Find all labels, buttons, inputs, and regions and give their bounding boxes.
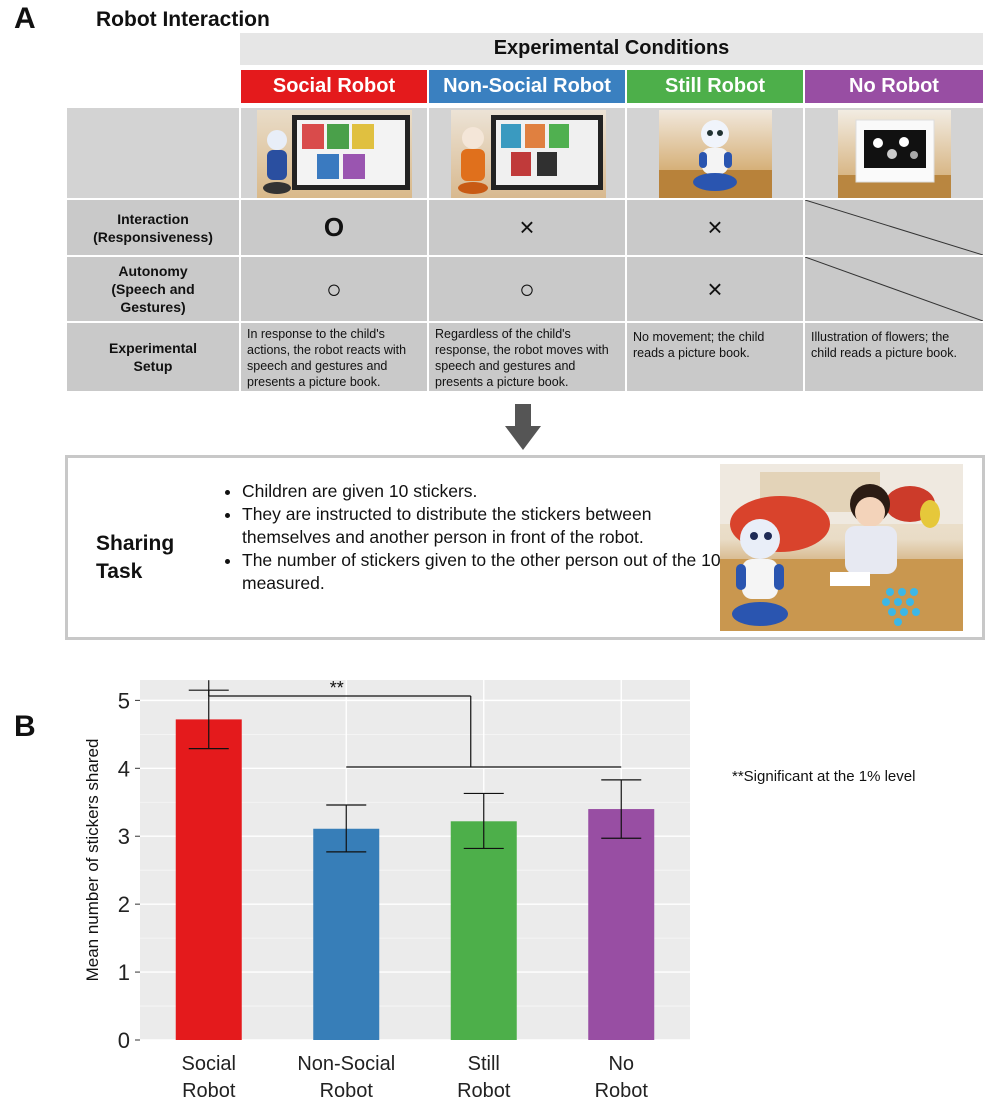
sharing-task-photo bbox=[720, 464, 963, 631]
x-tick-label: Robot bbox=[182, 1080, 236, 1102]
setup-text-norobot: Illustration of flowers; the child reads… bbox=[805, 323, 983, 391]
setup-text-still: No movement; the child reads a picture b… bbox=[627, 323, 803, 391]
setup-text-nonsocial: Regardless of the child's response, the … bbox=[429, 323, 625, 391]
x-tick-label: Still bbox=[468, 1053, 500, 1075]
conditions-header: Experimental Conditions bbox=[240, 33, 983, 65]
autonomy-label-line1: Autonomy bbox=[118, 263, 188, 279]
setup-text-social: In response to the child's actions, the … bbox=[241, 323, 427, 391]
autonomy-label-line2: (Speech and bbox=[111, 281, 195, 297]
setup-label-line2: Setup bbox=[133, 358, 173, 374]
y-tick-label: 0 bbox=[118, 1028, 130, 1053]
y-tick-label: 4 bbox=[118, 756, 130, 781]
autonomy-mark-nonsocial: ○ bbox=[429, 257, 625, 321]
y-tick-label: 5 bbox=[118, 688, 130, 713]
y-axis-label: Mean number of stickers shared bbox=[83, 739, 102, 982]
social-robot-photo bbox=[257, 110, 412, 198]
autonomy-mark-still: × bbox=[627, 257, 803, 321]
interaction-row-label: Interaction (Responsiveness) bbox=[67, 200, 239, 255]
non-social-robot-photo bbox=[451, 110, 606, 198]
significance-note: **Significant at the 1% level bbox=[732, 768, 916, 785]
sharing-task-bullets: Children are given 10 stickers. They are… bbox=[218, 480, 742, 595]
y-tick-label: 1 bbox=[118, 960, 130, 985]
sharing-task-title-line1: Sharing bbox=[96, 532, 175, 555]
interaction-label-line2: (Responsiveness) bbox=[93, 228, 213, 245]
condition-non-social-robot: Non-Social Robot bbox=[429, 70, 625, 103]
still-robot-photo bbox=[659, 110, 772, 198]
autonomy-mark-social: ○ bbox=[241, 257, 427, 321]
panel-b-letter: B bbox=[14, 710, 36, 743]
no-robot-photo bbox=[838, 110, 951, 198]
autonomy-row-label: Autonomy (Speech and Gestures) bbox=[67, 257, 239, 321]
bar-0 bbox=[175, 719, 242, 1040]
x-tick-label: Robot bbox=[320, 1080, 374, 1102]
sharing-task-bullet-2: They are instructed to distribute the st… bbox=[242, 503, 742, 549]
x-tick-label: Social bbox=[182, 1053, 236, 1075]
section-title: Robot Interaction bbox=[96, 8, 270, 31]
sharing-task-title-line2: Task bbox=[96, 560, 143, 583]
y-tick-label: 2 bbox=[118, 892, 130, 917]
interaction-mark-nonsocial: × bbox=[429, 200, 625, 255]
interaction-label-line1: Interaction bbox=[117, 210, 189, 227]
sharing-task-bullet-1: Children are given 10 stickers. bbox=[242, 480, 742, 503]
bar-1 bbox=[313, 828, 380, 1040]
interaction-mark-norobot bbox=[805, 200, 983, 255]
bar-3 bbox=[588, 809, 655, 1040]
significance-marker: ** bbox=[330, 678, 344, 698]
y-tick-label: 3 bbox=[118, 824, 130, 849]
interaction-mark-social: O bbox=[241, 200, 427, 255]
x-tick-label: Non-Social bbox=[297, 1053, 395, 1075]
autonomy-mark-norobot bbox=[805, 257, 983, 321]
sharing-task-bullet-3: The number of stickers given to the othe… bbox=[242, 549, 742, 595]
image-row-label-cell bbox=[67, 108, 239, 198]
setup-row-label: Experimental Setup bbox=[67, 323, 239, 391]
down-arrow-icon bbox=[505, 404, 541, 450]
sharing-task-title: Sharing Task bbox=[96, 530, 174, 586]
sharing-task-box: Sharing Task Children are given 10 stick… bbox=[65, 455, 985, 640]
x-tick-label: Robot bbox=[595, 1080, 649, 1102]
bar-2 bbox=[450, 821, 517, 1040]
panel-a-letter: A bbox=[14, 2, 36, 35]
condition-social-robot: Social Robot bbox=[241, 70, 427, 103]
x-tick-label: Robot bbox=[457, 1080, 511, 1102]
condition-no-robot: No Robot bbox=[805, 70, 983, 103]
autonomy-label-line3: Gestures) bbox=[120, 299, 186, 315]
setup-label-line1: Experimental bbox=[109, 340, 197, 356]
x-tick-label: No bbox=[608, 1053, 634, 1075]
condition-still-robot: Still Robot bbox=[627, 70, 803, 103]
interaction-mark-still: × bbox=[627, 200, 803, 255]
